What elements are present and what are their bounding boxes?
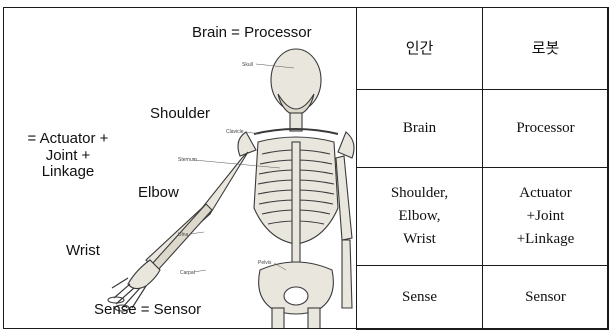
cell-text: Elbow, <box>361 205 478 228</box>
cell-robot-processor: Processor <box>483 90 609 168</box>
cell-text: Actuator <box>487 182 604 205</box>
cell-text: Processor <box>487 117 604 140</box>
cell-robot-sensor: Sensor <box>483 266 609 330</box>
comparison-table: 인간 로봇 Brain Processor Shoulder, Elbow, W… <box>356 7 609 330</box>
cell-text: Sensor <box>487 286 604 309</box>
header-human: 인간 <box>357 8 483 90</box>
table-row: Brain Processor <box>357 90 609 168</box>
cell-text: Sense <box>361 286 478 309</box>
cell-text: Brain <box>361 117 478 140</box>
table-header-row: 인간 로봇 <box>357 8 609 90</box>
table-row: Sense Sensor <box>357 266 609 330</box>
cell-text: +Joint <box>487 205 604 228</box>
cell-text: Wrist <box>361 228 478 251</box>
table-row: Shoulder, Elbow, Wrist Actuator +Joint +… <box>357 168 609 266</box>
header-robot: 로봇 <box>483 8 609 90</box>
cell-human-brain: Brain <box>357 90 483 168</box>
cell-robot-actuator: Actuator +Joint +Linkage <box>483 168 609 266</box>
cell-human-joints: Shoulder, Elbow, Wrist <box>357 168 483 266</box>
cell-text: Shoulder, <box>361 182 478 205</box>
cell-text: +Linkage <box>487 228 604 251</box>
cell-human-sense: Sense <box>357 266 483 330</box>
